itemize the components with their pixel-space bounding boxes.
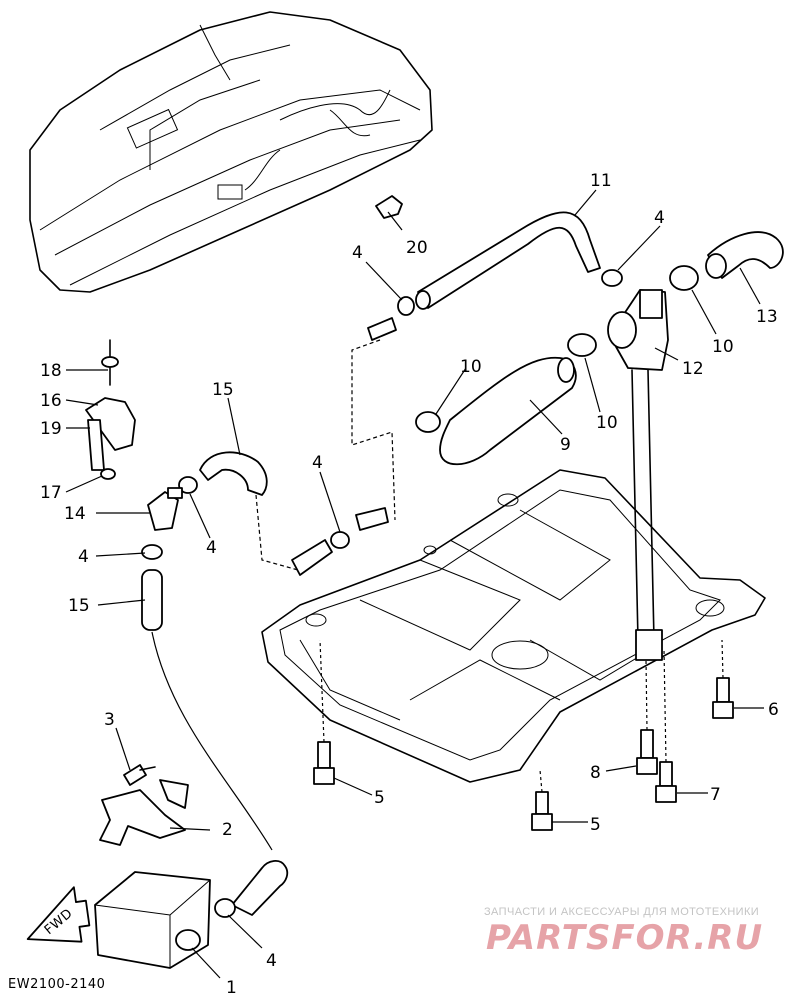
engine-bed-plate (261, 469, 766, 783)
bracket-assembly (85, 339, 136, 480)
bottom-hose (231, 860, 289, 916)
clamp-10-c (415, 411, 441, 433)
callout-labels: 1 2 3 4 4 4 4 4 4 5 5 6 7 8 9 10 10 10 1… (40, 171, 779, 998)
callout-4-right: 4 (654, 208, 665, 228)
callout-5-left: 5 (374, 788, 385, 808)
callout-10-mid: 10 (596, 413, 618, 433)
hull-outline (29, 11, 433, 293)
part-15-hose-upper (199, 451, 268, 496)
connector-tube-dashed-route (255, 317, 397, 576)
bolts (313, 639, 734, 831)
part-1-filter-box (94, 871, 211, 969)
part-15-hose-lower (141, 569, 273, 851)
callout-19: 19 (40, 419, 62, 439)
clamp-4-a (397, 296, 415, 316)
callout-4-upper: 4 (352, 243, 363, 263)
callout-14: 14 (64, 504, 86, 524)
watermark-tagline: ЗАПЧАСТИ И АКСЕССУАРЫ ДЛЯ МОТОТЕХНИКИ (484, 906, 760, 918)
callout-4-center: 4 (312, 453, 323, 473)
part-3-screw (123, 764, 156, 786)
callout-4-left: 4 (78, 547, 89, 567)
callout-13: 13 (756, 307, 778, 327)
part-14-elbow-fitting (147, 487, 183, 531)
bolt-5-left (313, 741, 335, 785)
callout-9: 9 (560, 435, 571, 455)
callout-11: 11 (590, 171, 612, 191)
clamp-4-d (330, 531, 350, 549)
bolt-8 (636, 729, 658, 775)
leader-lines (65, 189, 764, 979)
callout-1: 1 (226, 978, 237, 998)
callout-10-right: 10 (712, 337, 734, 357)
part-2-bracket (99, 779, 189, 846)
diagram-code: EW2100-2140 (8, 977, 105, 992)
callout-3: 3 (104, 710, 115, 730)
part-12-water-pipe (607, 289, 669, 661)
callout-16: 16 (40, 391, 62, 411)
bolt-5-right (531, 791, 553, 831)
hose-clamps-10 (415, 265, 699, 433)
callout-18: 18 (40, 361, 62, 381)
clamp-4-c (178, 476, 198, 494)
callout-4-bottom: 4 (266, 951, 277, 971)
part-9-hose (439, 356, 577, 466)
callout-12: 12 (682, 359, 704, 379)
callout-17: 17 (40, 483, 62, 503)
watermark-logo: PARTSFOR.RU (486, 918, 764, 958)
clamp-10-a (669, 265, 699, 291)
bolt-7 (655, 761, 677, 803)
callout-20: 20 (406, 238, 428, 258)
clamp-10-b (567, 333, 597, 357)
callout-6: 6 (768, 700, 779, 720)
clamp-4-b (601, 269, 623, 287)
clamp-4-f (214, 898, 236, 918)
callout-10-left: 10 (460, 357, 482, 377)
callout-5-right: 5 (590, 815, 601, 835)
callout-2: 2 (222, 820, 233, 840)
callout-8: 8 (590, 763, 601, 783)
fwd-arrow: FWD (26, 886, 91, 943)
part-20-fitting (375, 195, 403, 219)
part-13-hose (705, 231, 784, 279)
callout-4-mid: 4 (206, 538, 217, 558)
callout-15-upper: 15 (212, 380, 234, 400)
callout-7: 7 (710, 785, 721, 805)
clamp-4-e (141, 544, 163, 560)
part-11-hose (415, 211, 601, 310)
bolt-6 (712, 677, 734, 719)
hose-clamps (141, 269, 623, 918)
callout-15-lower: 15 (68, 596, 90, 616)
